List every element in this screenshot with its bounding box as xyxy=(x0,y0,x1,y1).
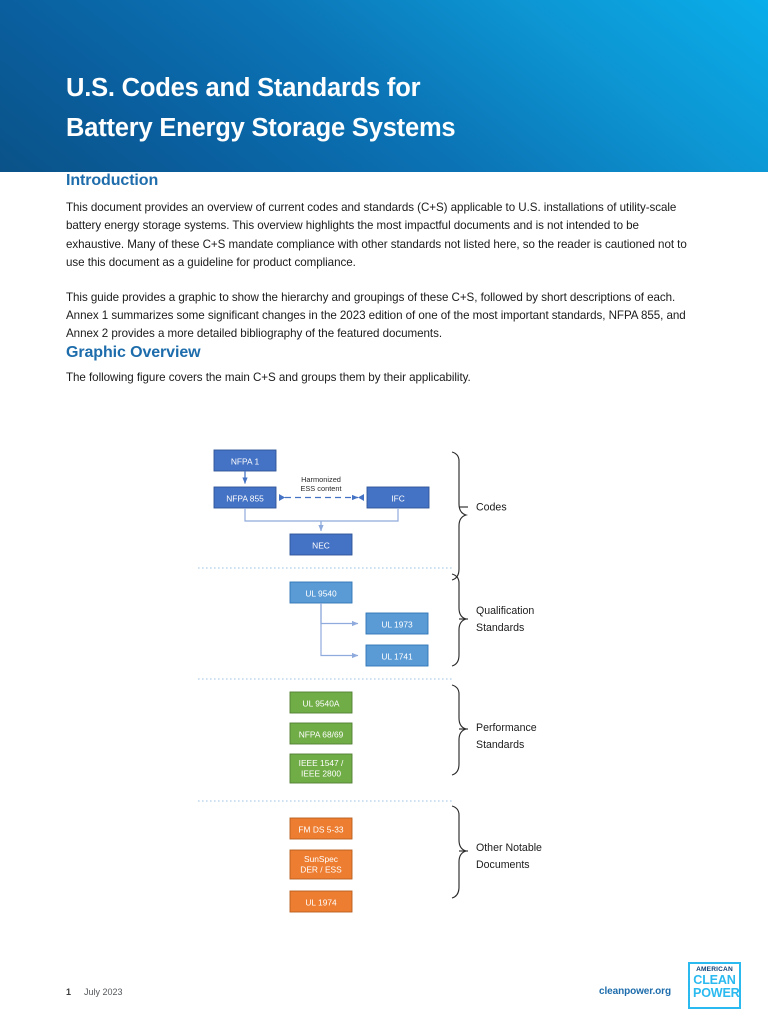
group-label-codes: Codes xyxy=(476,502,507,514)
diagram-node-nfpa1[interactable]: NFPA 1 xyxy=(213,449,277,472)
diagram-node-label: NFPA 68/69 xyxy=(299,729,344,739)
page-footer: 1 July 2023 cleanpower.org AMERICAN CLEA… xyxy=(0,948,768,1024)
diagram-node-fmds533[interactable]: FM DS 5-33 xyxy=(289,817,353,840)
diagram-node-label: NFPA 1 xyxy=(231,456,260,466)
diagram-node-sunspec[interactable]: SunSpec DER / ESS xyxy=(289,849,353,880)
arrowhead-right xyxy=(358,494,364,501)
group-label-other-notable-documents: Other Notable xyxy=(476,842,542,854)
edge-ul9540-to-ul1973 xyxy=(320,603,359,627)
page-title: U.S. Codes and Standards for Battery Ene… xyxy=(66,74,456,142)
diagram-node-label: UL 9540A xyxy=(303,698,340,708)
brace-codes xyxy=(451,451,469,581)
logo-text-clean: CLEAN xyxy=(693,973,736,987)
diagram-node-ifc[interactable]: IFC xyxy=(366,486,430,509)
diagram-node-label: UL 1973 xyxy=(381,619,413,629)
diagram-node-nec[interactable]: NEC xyxy=(289,533,353,556)
footer-website-link[interactable]: cleanpower.org xyxy=(599,986,671,997)
diagram-node-label-line1: SunSpec xyxy=(304,854,338,864)
diagram-node-label: UL 1741 xyxy=(381,651,413,661)
diagram-node-ieee[interactable]: IEEE 1547 / IEEE 2800 xyxy=(289,753,353,784)
footer-page-number: 1 xyxy=(66,987,72,997)
diagram-group-other-notable-documents: FM DS 5-33 SunSpec DER / ESS UL 1974 Oth… xyxy=(289,805,542,913)
american-clean-power-logo: AMERICAN CLEAN POWER xyxy=(688,962,741,1009)
diagram-node-label: NFPA 855 xyxy=(226,493,264,503)
diagram-node-label: UL 1974 xyxy=(305,897,337,907)
graphic-overview-heading: Graphic Overview xyxy=(66,343,201,361)
diagram-node-ul9540a[interactable]: UL 9540A xyxy=(289,691,353,714)
edge-label-harmonized-line2: ESS content xyxy=(300,484,341,493)
diagram-group-codes: NFPA 1 NFPA 855 IFC Harmoniz xyxy=(213,449,507,581)
edge-label-harmonized-line1: Harmonized xyxy=(301,475,341,484)
diagram-node-label: UL 9540 xyxy=(305,588,337,598)
diagram-node-label-line2: DER / ESS xyxy=(300,864,342,874)
group-label-performance-standards-line2: Standards xyxy=(476,739,524,751)
header-banner: U.S. Codes and Standards for Battery Ene… xyxy=(0,0,768,172)
diagram-node-label-line2: IEEE 2800 xyxy=(301,768,341,778)
logo-text-power: POWER xyxy=(693,986,740,1000)
diagram-node-ul1741[interactable]: UL 1741 xyxy=(365,644,429,667)
introduction-paragraph-1: This document provides an overview of cu… xyxy=(66,201,687,270)
diagram-node-label: FM DS 5-33 xyxy=(298,824,343,834)
diagram-node-label-line1: IEEE 1547 / xyxy=(299,758,344,768)
edge-codes-to-nec-bus xyxy=(244,508,399,522)
introduction-heading: Introduction xyxy=(66,172,159,189)
group-label-performance-standards: Performance xyxy=(476,722,537,734)
group-label-other-notable-documents-line2: Documents xyxy=(476,859,530,871)
arrowhead-left xyxy=(279,494,285,501)
edge-ul9540-to-ul1741 xyxy=(320,603,359,659)
diagram-group-qualification-standards: UL 9540 UL 1973 UL 1741 Quali xyxy=(289,573,534,667)
group-label-qualification-standards-line2: Standards xyxy=(476,622,524,634)
brace-other-notable-documents xyxy=(451,805,469,899)
diagram-node-label: NEC xyxy=(312,540,330,550)
diagram-node-label: IFC xyxy=(391,493,405,503)
diagram-node-ul9540[interactable]: UL 9540 xyxy=(289,581,353,604)
brace-performance-standards xyxy=(451,684,469,776)
diagram-node-ul1973[interactable]: UL 1973 xyxy=(365,612,429,635)
diagram-node-nfpa6869[interactable]: NFPA 68/69 xyxy=(289,722,353,745)
logo-text-american: AMERICAN xyxy=(696,966,733,973)
footer-date: July 2023 xyxy=(84,987,123,997)
document-body: Introduction This document provides an o… xyxy=(66,172,694,387)
diagram-node-nfpa855[interactable]: NFPA 855 xyxy=(213,486,277,509)
brace-qualification-standards xyxy=(451,573,469,667)
introduction-paragraph-2: This guide provides a graphic to show th… xyxy=(66,290,686,341)
graphic-overview-subtitle: The following figure covers the main C+S… xyxy=(66,370,471,384)
diagram-group-performance-standards: UL 9540A NFPA 68/69 IEEE 1547 / IEEE 280… xyxy=(289,684,537,784)
group-label-qualification-standards: Qualification xyxy=(476,605,534,617)
diagram-node-ul1974[interactable]: UL 1974 xyxy=(289,890,353,913)
